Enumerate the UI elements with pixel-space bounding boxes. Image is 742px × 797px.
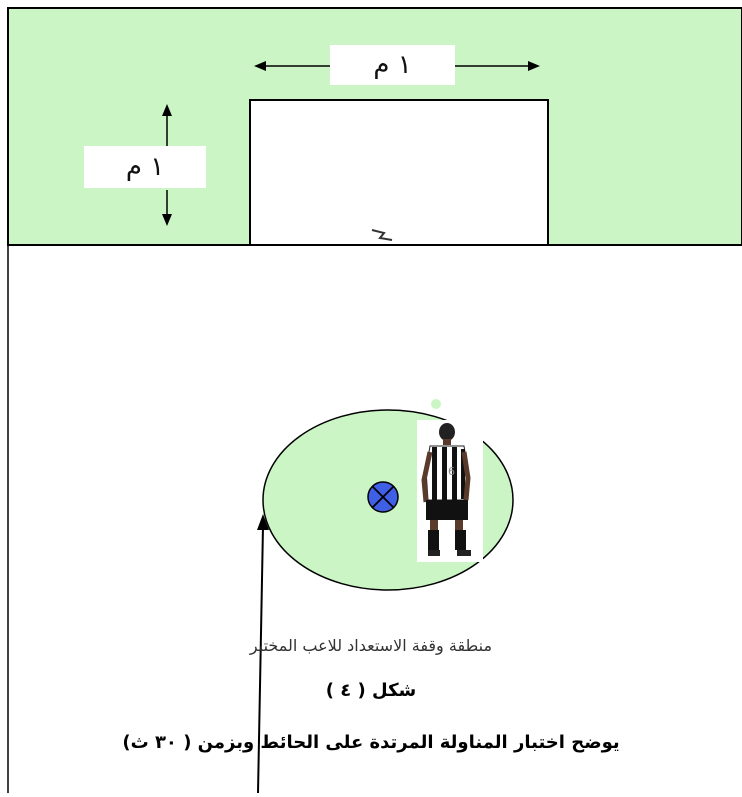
circled-x-icon <box>368 482 398 512</box>
wall-target <box>250 100 548 245</box>
ball-icon <box>431 399 441 409</box>
width-label: ١ م <box>330 45 455 85</box>
player-icon: 6 <box>417 420 483 562</box>
zone-label: منطقة وقفة الاستعداد للاعب المختبر <box>0 636 742 655</box>
height-label: ١ م <box>84 146 206 188</box>
svg-text:6: 6 <box>448 465 455 478</box>
figure-label: شكل ( ٤ ) <box>0 680 742 701</box>
figure-caption: يوضح اختبار المناولة المرتدة على الحائط … <box>0 732 742 753</box>
